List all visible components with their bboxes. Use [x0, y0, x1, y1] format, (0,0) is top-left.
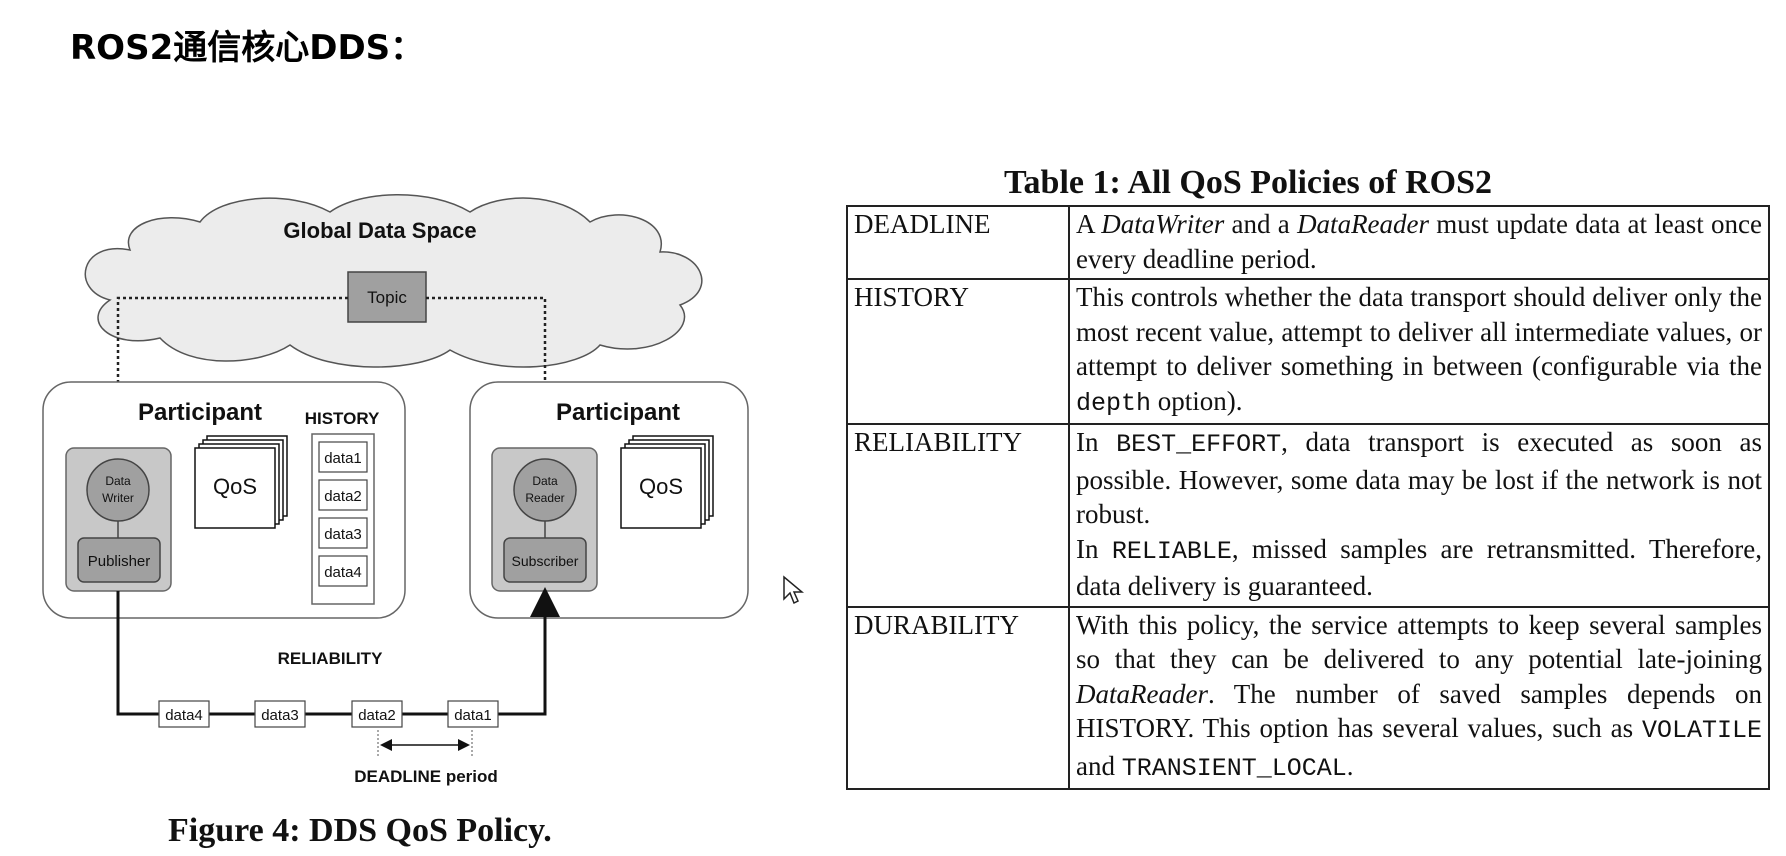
description-text: This controls whether the data transport…: [1076, 282, 1762, 381]
deadline-label: DEADLINE period: [354, 767, 498, 786]
stream-item-box: [254, 700, 306, 728]
description-text: .: [1346, 750, 1354, 781]
history-item-box: [318, 555, 368, 587]
italic-term: DataReader: [1297, 209, 1430, 239]
writer-topic-link: [116, 296, 348, 465]
italic-term: DataWriter: [1101, 209, 1225, 239]
publisher-label: Publisher: [88, 553, 151, 570]
stream-item-box: [158, 700, 210, 728]
description-text: , data transport is executed as soon as …: [1076, 427, 1762, 529]
data-reader-label-1: Data: [532, 474, 558, 488]
topic-box: [347, 271, 427, 323]
description-text: With this policy, the service attempts t…: [1076, 609, 1762, 675]
description-text: and a: [1224, 209, 1298, 239]
history-item-box: [318, 517, 368, 549]
reliability-line: [116, 587, 560, 716]
history-item-label: data1: [324, 450, 362, 467]
policy-name: DEADLINE: [846, 205, 1070, 280]
cloud-label: Global Data Space: [283, 218, 476, 243]
data-writer-label-1: Data: [105, 474, 131, 488]
reliability-label: RELIABILITY: [278, 649, 383, 668]
stream-item-box: [351, 700, 403, 728]
subscriber-label: Subscriber: [512, 553, 579, 569]
participant-left-label: Participant: [138, 399, 262, 426]
description-text: and: [1076, 750, 1122, 781]
code-term: TRANSIENT_LOCAL: [1121, 753, 1347, 783]
stream-item-label: data2: [358, 707, 396, 724]
figure-caption: Figure 4: DDS QoS Policy.: [168, 812, 552, 849]
italic-term: DataReader: [1076, 678, 1208, 709]
stream-item-label: data3: [261, 707, 299, 724]
code-term: VOLATILE: [1641, 716, 1762, 745]
stream-item-box: [447, 700, 499, 728]
history-item-box: [318, 479, 368, 511]
mouse-pointer-icon: [783, 575, 804, 605]
history-label: HISTORY: [305, 409, 380, 428]
description-text: option).: [1151, 385, 1243, 416]
data-writer-node: [86, 458, 150, 522]
history-item-label: data4: [324, 564, 362, 581]
data-reader-label-2: Reader: [525, 491, 564, 505]
table-title: Table 1: All QoS Policies of ROS2: [1004, 164, 1493, 201]
slide-title: ROS2通信核心DDS：: [70, 28, 425, 68]
description-text: , missed samples are retransmitted. Ther…: [1076, 533, 1762, 602]
policy-name: DURABILITY: [846, 605, 1070, 790]
code-term: BEST_EFFORT: [1116, 430, 1282, 459]
qos-stack-left: [194, 435, 288, 529]
policy-name: RELIABILITY: [846, 423, 1070, 608]
topic-label: Topic: [367, 288, 407, 307]
policy-description: A DataWriter and a DataReader must updat…: [1068, 205, 1770, 280]
history-item-label: data3: [324, 526, 362, 543]
description-text: In: [1076, 533, 1112, 564]
code-term: depth: [1076, 388, 1152, 418]
history-item-box: [318, 441, 368, 473]
data-writer-label-2: Writer: [102, 491, 134, 505]
participant-right-label: Participant: [556, 399, 680, 426]
data-reader-node: [513, 458, 577, 522]
description-text: A: [1076, 209, 1102, 239]
stream-item-label: data4: [165, 707, 203, 724]
qos-right-label: QoS: [639, 474, 683, 499]
description-text: In: [1076, 427, 1117, 457]
subscriber-box: [503, 537, 587, 583]
history-item-label: data2: [324, 488, 362, 505]
stream-item-label: data1: [454, 707, 492, 724]
code-term: RELIABLE: [1111, 536, 1232, 566]
publisher-box: [77, 537, 161, 583]
description-text: . The number of saved samples depends on…: [1076, 678, 1762, 744]
policy-description: This controls whether the data transport…: [1068, 278, 1770, 425]
policy-name: HISTORY: [846, 278, 1070, 425]
description-text: must update data at least once every dea…: [1076, 209, 1762, 274]
policy-description: In BEST_EFFORT, data transport is execut…: [1068, 423, 1770, 608]
qos-left-label: QoS: [213, 474, 257, 499]
qos-stack-right: [620, 435, 714, 529]
policy-description: With this policy, the service attempts t…: [1068, 605, 1770, 790]
